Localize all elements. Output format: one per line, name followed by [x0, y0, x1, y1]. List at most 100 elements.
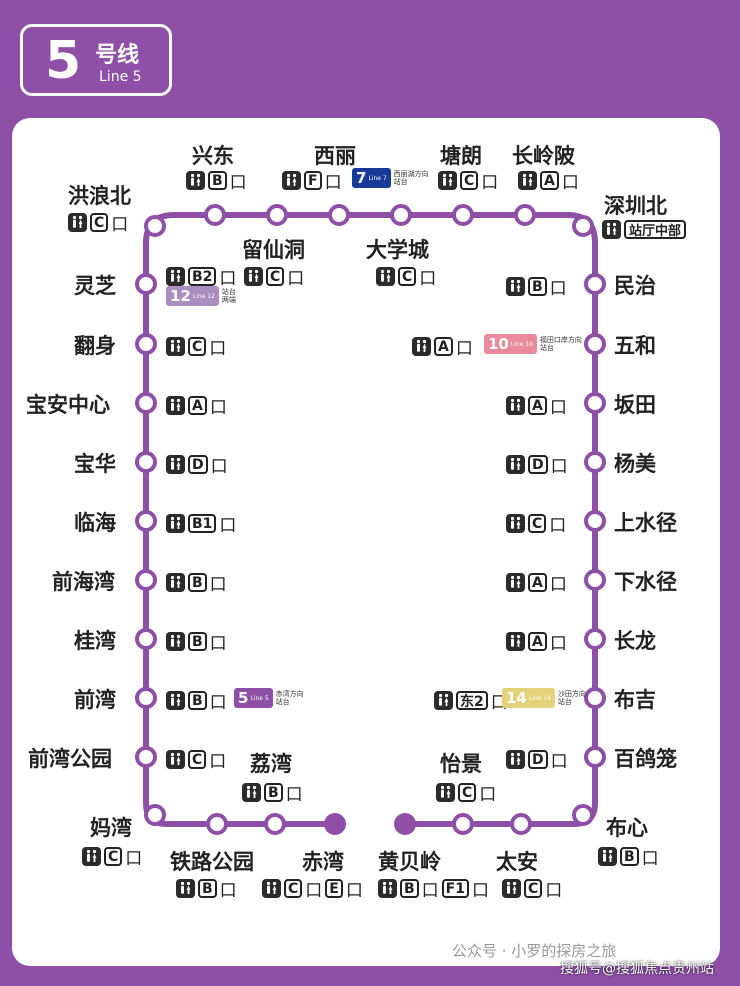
exit-suffix: 口 — [561, 173, 579, 193]
restroom-icon — [166, 267, 185, 286]
exit-badge: B — [620, 847, 639, 866]
restroom-icon — [506, 277, 525, 296]
exit-suffix: 口 — [549, 279, 567, 299]
station-dot[interactable] — [584, 392, 606, 414]
exit-badge: C — [284, 879, 303, 898]
station-dot[interactable] — [584, 510, 606, 532]
exit-badge: D — [188, 455, 208, 474]
station-dot[interactable] — [572, 215, 594, 237]
terminal-station-dot[interactable] — [324, 813, 346, 835]
restroom-icon — [166, 632, 185, 651]
station-dot[interactable] — [135, 569, 157, 591]
restroom-icon — [438, 171, 457, 190]
station-name: 上水径 — [614, 511, 677, 535]
exit-badge: D — [528, 750, 548, 769]
station-dot[interactable] — [584, 569, 606, 591]
station-name: 长岭陂 — [512, 144, 575, 168]
station-dot[interactable] — [204, 204, 226, 226]
restroom-icon — [242, 783, 261, 802]
station-dot[interactable] — [135, 746, 157, 768]
station-name: 西丽 — [314, 144, 356, 168]
station-dot[interactable] — [452, 813, 474, 835]
exit-location: 站厅中部 — [624, 220, 687, 239]
transfer-direction-line: 站台 — [393, 178, 408, 186]
station-name: 翻身 — [74, 334, 116, 358]
station-dot[interactable] — [584, 451, 606, 473]
transfer-line-number: 12 — [170, 287, 191, 305]
station-dot[interactable] — [135, 333, 157, 355]
exit-suffix: 口 — [471, 881, 489, 901]
station-dot[interactable] — [266, 204, 288, 226]
station-dot[interactable] — [144, 804, 166, 826]
station-dot[interactable] — [135, 273, 157, 295]
restroom-icon — [378, 879, 397, 898]
station-dot[interactable] — [206, 813, 228, 835]
station-dot[interactable] — [584, 273, 606, 295]
station-name: 坂田 — [614, 393, 656, 417]
station-name: 荔湾 — [250, 752, 292, 776]
exit-suffix: 口 — [549, 575, 567, 595]
line-title: 号线 — [95, 43, 140, 68]
transfer-line-en: Line 10 — [510, 340, 533, 348]
exit-suffix: 口 — [125, 849, 143, 869]
terminal-station-dot[interactable] — [394, 813, 416, 835]
station-dot[interactable] — [452, 204, 474, 226]
transfer-direction-line: 西丽湖方向 — [393, 170, 429, 178]
restroom-icon — [506, 750, 525, 769]
exit-badge: C — [188, 750, 207, 769]
station-name: 洪浪北 — [68, 184, 131, 208]
station-dot[interactable] — [135, 451, 157, 473]
station-dot[interactable] — [264, 813, 286, 835]
station-name: 下水径 — [614, 570, 677, 594]
transfer-direction-line: 福田口岸方向 — [539, 336, 582, 344]
exit-badge: B — [400, 879, 419, 898]
station-name: 临海 — [74, 511, 116, 535]
station-name: 铁路公园 — [170, 850, 254, 874]
station-dot[interactable] — [572, 804, 594, 826]
exit-badge: 东2 — [456, 691, 488, 710]
station-dot[interactable] — [584, 687, 606, 709]
station-dot[interactable] — [584, 333, 606, 355]
station-dot[interactable] — [510, 813, 532, 835]
exit-badge: B — [528, 277, 547, 296]
station-dot[interactable] — [135, 628, 157, 650]
station-dot[interactable] — [328, 204, 350, 226]
exit-badge: B — [264, 783, 283, 802]
restroom-icon — [166, 514, 185, 533]
restroom-icon — [166, 396, 185, 415]
station-dot[interactable] — [514, 204, 536, 226]
exit-badge: A — [528, 573, 547, 592]
exit-suffix: 口 — [209, 634, 227, 654]
station-dot[interactable] — [135, 392, 157, 414]
station-dot[interactable] — [144, 215, 166, 237]
exit-suffix: 口 — [219, 269, 237, 289]
restroom-icon — [602, 220, 621, 239]
exit-suffix: 口 — [345, 881, 363, 901]
station-dot[interactable] — [584, 746, 606, 768]
exit-badge: A — [528, 632, 547, 651]
station-dot[interactable] — [390, 204, 412, 226]
station-name: 塘朗 — [440, 144, 482, 168]
line-number: 5 — [45, 31, 82, 91]
route-map — [135, 204, 606, 835]
exit-suffix: 口 — [209, 398, 227, 418]
station-name: 宝华 — [74, 452, 116, 476]
station-dot[interactable] — [135, 510, 157, 532]
exit-badge: F1 — [441, 879, 469, 898]
exit-suffix: 口 — [550, 752, 568, 772]
station-name: 杨美 — [614, 452, 656, 476]
station-dot[interactable] — [135, 687, 157, 709]
station-dot[interactable] — [584, 628, 606, 650]
